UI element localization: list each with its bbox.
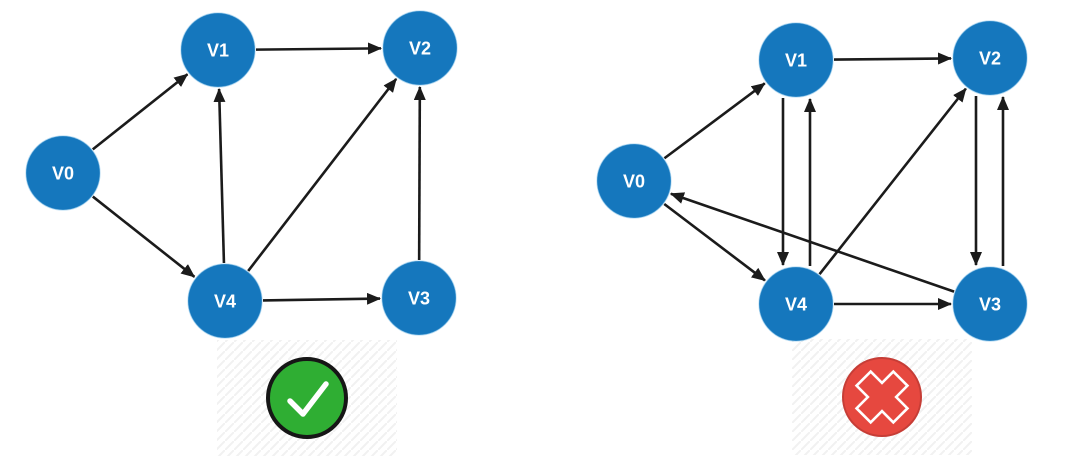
node-label: V2 xyxy=(409,38,431,58)
node-circle xyxy=(952,20,1028,96)
edge-V4-to-V1 xyxy=(213,87,226,264)
check-icon xyxy=(266,357,348,439)
edge-V0-to-V4 xyxy=(92,195,196,278)
graph-node-V1: V1 xyxy=(180,12,256,88)
node-label: V4 xyxy=(214,291,236,311)
edge-V3-to-V2 xyxy=(413,85,426,261)
check-circle xyxy=(266,357,348,439)
graph-node-V2: V2 xyxy=(952,20,1028,96)
edge-V4-to-V3 xyxy=(262,292,382,305)
graph-node-V2: V2 xyxy=(382,10,458,86)
node-circle xyxy=(596,143,672,219)
node-circle xyxy=(758,266,834,342)
edge-V4-to-V2 xyxy=(818,87,967,275)
graph-node-V4: V4 xyxy=(758,266,834,342)
graph-node-V1: V1 xyxy=(758,22,834,98)
graph-node-V3: V3 xyxy=(952,266,1028,342)
node-label: V3 xyxy=(979,294,1001,314)
node-circle xyxy=(952,266,1028,342)
node-label: V1 xyxy=(207,40,229,60)
graph-node-V3: V3 xyxy=(381,260,457,336)
edge-V0-to-V1 xyxy=(663,82,766,160)
node-label: V0 xyxy=(623,171,645,191)
node-label: V0 xyxy=(52,163,74,183)
node-circle xyxy=(180,12,256,88)
edge-V1-to-V2 xyxy=(833,52,953,65)
node-circle xyxy=(758,22,834,98)
node-label: V3 xyxy=(408,288,430,308)
node-label: V4 xyxy=(785,294,807,314)
edge-V1-to-V2 xyxy=(255,42,383,55)
graph-node-V0: V0 xyxy=(596,143,672,219)
check-mark xyxy=(287,381,329,417)
node-label: V2 xyxy=(979,48,1001,68)
node-circle xyxy=(382,10,458,86)
node-circle xyxy=(187,263,263,339)
cross-mark xyxy=(854,369,910,425)
cross-icon xyxy=(842,357,922,437)
edge-V4-to-V2 xyxy=(247,78,398,272)
node-circle xyxy=(381,260,457,336)
graph-node-V0: V0 xyxy=(25,135,101,211)
edge-V0-to-V4 xyxy=(663,202,766,282)
edge-V0-to-V1 xyxy=(91,73,189,151)
edge-V3-to-V0 xyxy=(669,192,955,293)
node-circle xyxy=(25,135,101,211)
graph-node-V4: V4 xyxy=(187,263,263,339)
node-label: V1 xyxy=(785,50,807,70)
